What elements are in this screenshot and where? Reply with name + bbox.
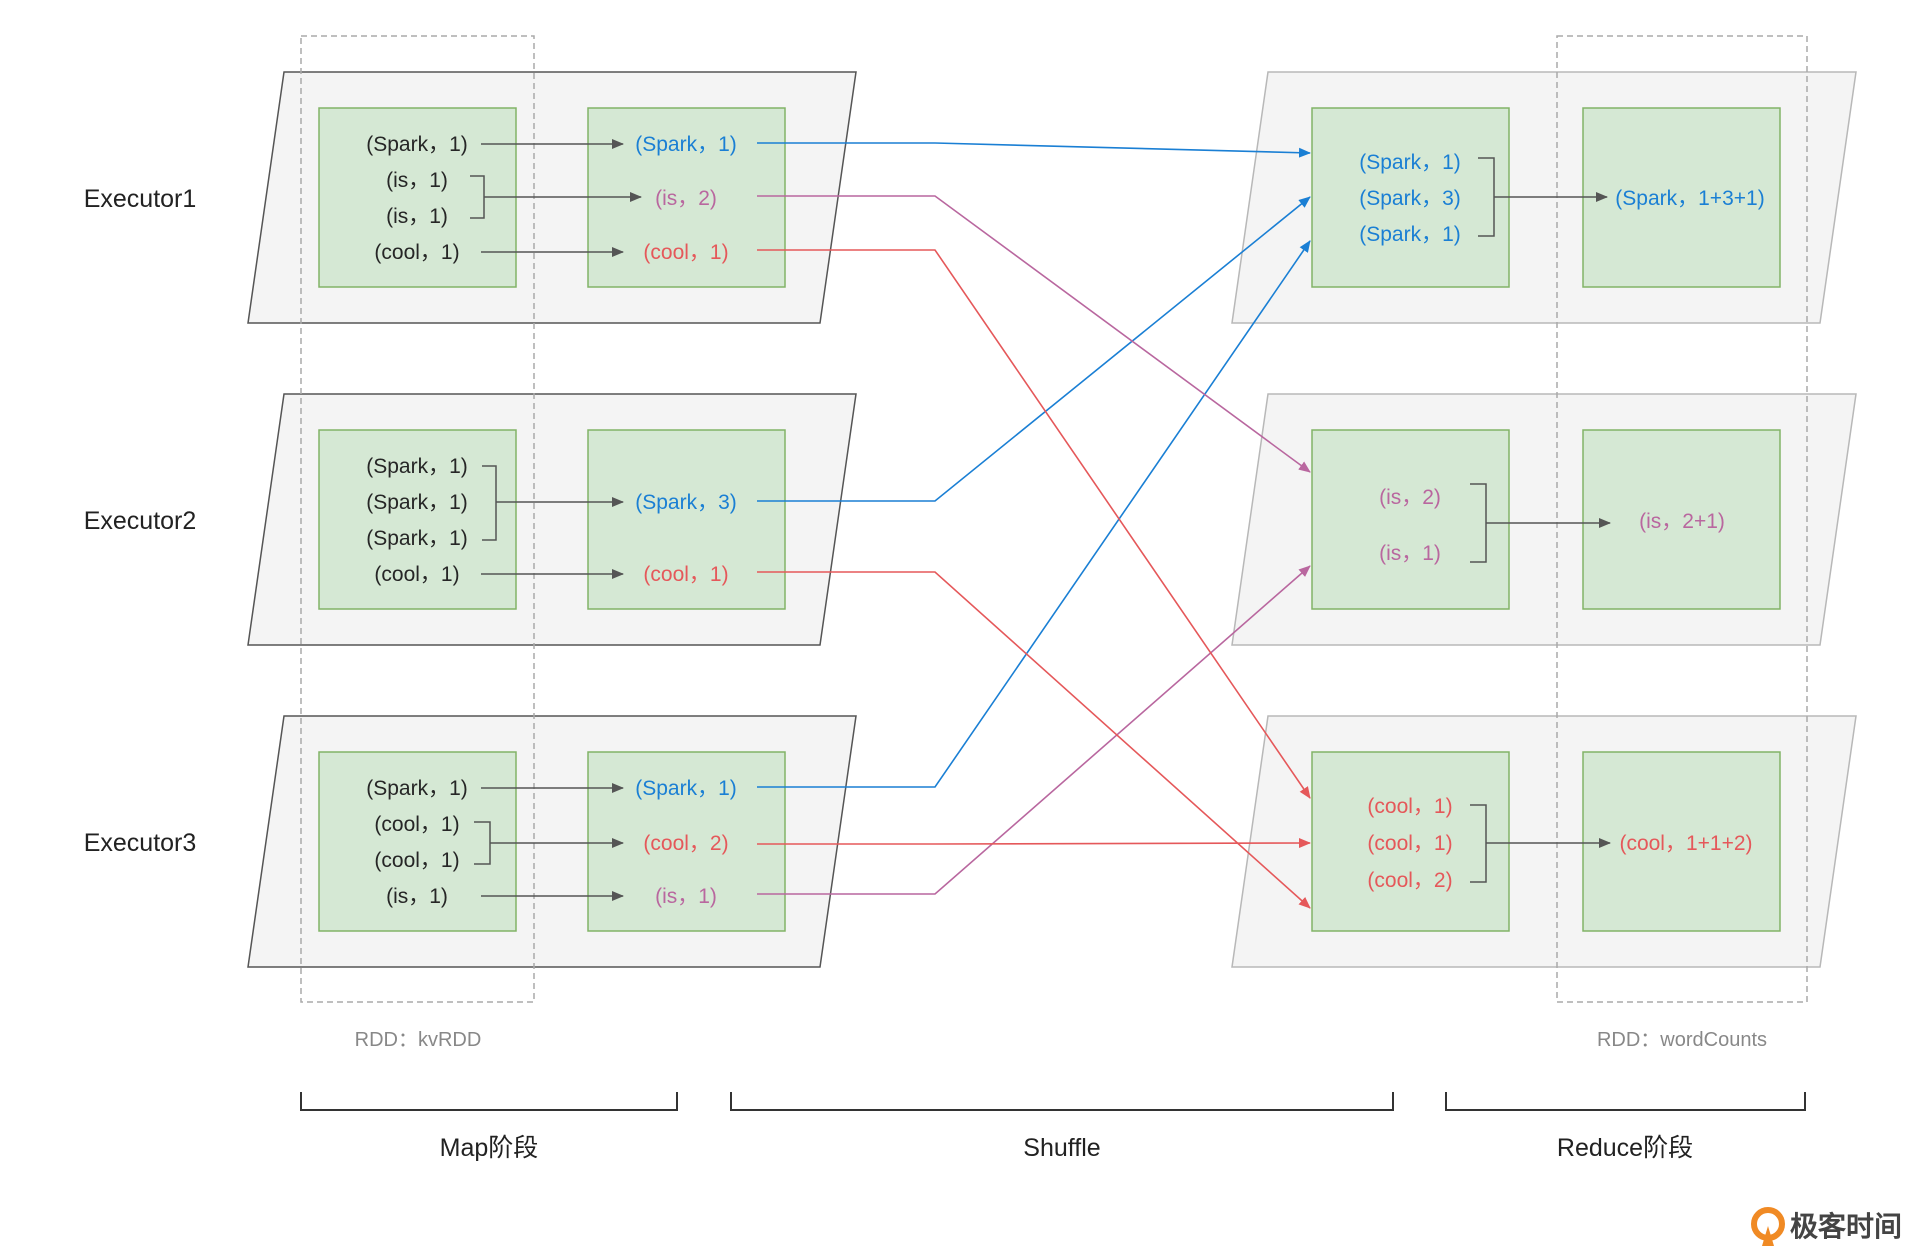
exec2-input-box <box>318 429 517 610</box>
kv-pair: (is，1) <box>386 169 448 192</box>
exec2-output-box <box>587 429 786 610</box>
reducer-cool-received: (cool，1) (cool，1) (cool，2) <box>1367 795 1452 892</box>
kv-pair: (cool，1) <box>374 849 459 872</box>
exec2-output-pairs: (Spark，3) (cool，1) <box>635 491 737 586</box>
kv-pair: (Spark，1) <box>366 777 468 800</box>
reducer-spark-received-box <box>1311 107 1510 288</box>
exec3-input-pairs: (Spark，1) (cool，1) (cool，1) (is，1) <box>366 777 468 908</box>
exec3-input-box <box>318 751 517 932</box>
kv-pair: (cool，1) <box>374 241 459 264</box>
reduce-result-is: (is，2+1) <box>1639 510 1725 533</box>
shuffle-arrow-cool <box>757 838 1311 849</box>
kv-pair-cool: (cool，1) <box>1367 832 1452 855</box>
reduce-result-spark: (Spark，1+3+1) <box>1615 187 1764 210</box>
kv-pair-spark: (Spark，3) <box>635 491 737 514</box>
reducer-is-received-box <box>1311 429 1510 610</box>
kv-pair: (is，1) <box>386 885 448 908</box>
shuffle-arrow-is <box>757 565 1311 895</box>
shuffle-arrows <box>757 142 1311 909</box>
shuffle-arrow-is <box>757 195 1311 473</box>
reducer-spark-received: (Spark，1) (Spark，3) (Spark，1) <box>1359 151 1461 246</box>
shuffle-phase-bracket <box>730 1092 1394 1111</box>
exec1-input-pairs: (Spark，1) (is，1) (is，1) (cool，1) <box>366 133 468 264</box>
kv-pair: (cool，1) <box>374 813 459 836</box>
shuffle-arrow-spark <box>757 240 1311 788</box>
reducer-spark-result-box <box>1582 107 1781 288</box>
map-phase-bracket <box>300 1092 678 1111</box>
geektime-logo-text: 极客时间 <box>1790 1210 1902 1242</box>
kv-pair: (cool，1) <box>374 563 459 586</box>
reducer-is-received: (is，2) (is，1) <box>1379 486 1441 565</box>
reduce-arrows <box>1470 157 1611 883</box>
map-phase-label: Map阶段 <box>440 1134 539 1162</box>
reducer-cool-result-box <box>1582 751 1781 932</box>
kv-pair-is: (is，1) <box>655 885 717 908</box>
exec3-output-pairs: (Spark，1) (cool，2) (is，1) <box>635 777 737 908</box>
kv-pair: (Spark，1) <box>366 133 468 156</box>
kv-pair-cool: (cool，2) <box>643 832 728 855</box>
kv-pair: (Spark，1) <box>366 527 468 550</box>
kv-pair-spark: (Spark，1) <box>635 133 737 156</box>
rdd-kvrdd-outline <box>300 35 535 1003</box>
kv-pair-spark: (Spark，1) <box>1359 223 1461 246</box>
kv-pair-is: (is，2) <box>1379 486 1441 509</box>
map-arrows <box>470 139 642 901</box>
executor1-label: Executor1 <box>84 185 197 213</box>
executor2-label: Executor2 <box>84 507 197 535</box>
rdd-wordcounts-label: RDD：wordCounts <box>1597 1029 1767 1051</box>
rdd-kvrdd-label: RDD：kvRDD <box>355 1029 482 1051</box>
kv-pair: (Spark，1) <box>366 491 468 514</box>
shuffle-arrow-spark <box>757 196 1311 502</box>
reducer-is-result-box <box>1582 429 1781 610</box>
geektime-logo: 极客时间 <box>1751 1207 1902 1246</box>
partition-boxes <box>318 107 1781 932</box>
group-bracket <box>482 465 497 541</box>
shuffle-arrow-spark <box>757 142 1311 158</box>
kv-pair-spark: (Spark，1) <box>635 777 737 800</box>
exec1-input-box <box>318 107 517 288</box>
reduce-result-cool: (cool，1+1+2) <box>1619 832 1752 855</box>
kv-pair-spark: (Spark，3) <box>1359 187 1461 210</box>
shuffle-phase-label: Shuffle <box>1023 1134 1100 1162</box>
kv-pair-is: (is，2) <box>655 187 717 210</box>
kv-pair-cool: (cool，1) <box>1367 795 1452 818</box>
exec1-output-pairs: (Spark，1) (is，2) (cool，1) <box>635 133 737 264</box>
kv-pair-is: (is，1) <box>1379 542 1441 565</box>
shuffle-arrow-cool <box>757 571 1311 909</box>
executor3-label: Executor3 <box>84 829 197 857</box>
phase-brackets <box>300 1092 1806 1111</box>
rdd-wordcounts-outline <box>1556 35 1808 1003</box>
reducer-cool-received-box <box>1311 751 1510 932</box>
geektime-logo-icon <box>1751 1207 1785 1246</box>
shuffle-arrow-cool <box>757 249 1311 799</box>
kv-pair-cool: (cool，2) <box>1367 869 1452 892</box>
kv-pair: (Spark，1) <box>366 455 468 478</box>
kv-pair-cool: (cool，1) <box>643 563 728 586</box>
kv-pair: (is，1) <box>386 205 448 228</box>
kv-pair-spark: (Spark，1) <box>1359 151 1461 174</box>
exec2-input-pairs: (Spark，1) (Spark，1) (Spark，1) (cool，1) <box>366 455 468 586</box>
reduce-phase-label: Reduce阶段 <box>1557 1134 1693 1162</box>
kv-pair-cool: (cool，1) <box>643 241 728 264</box>
reduce-phase-bracket <box>1445 1092 1806 1111</box>
